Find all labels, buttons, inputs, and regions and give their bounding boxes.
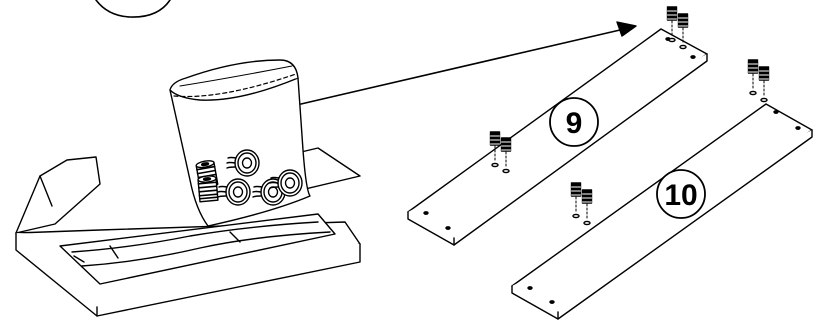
hardware-bag xyxy=(170,60,310,226)
part-number-10: 10 xyxy=(664,179,697,212)
board-part-10: 10 xyxy=(512,60,812,319)
part-number-9: 9 xyxy=(566,107,583,140)
detail-circle-fragment xyxy=(96,0,170,17)
